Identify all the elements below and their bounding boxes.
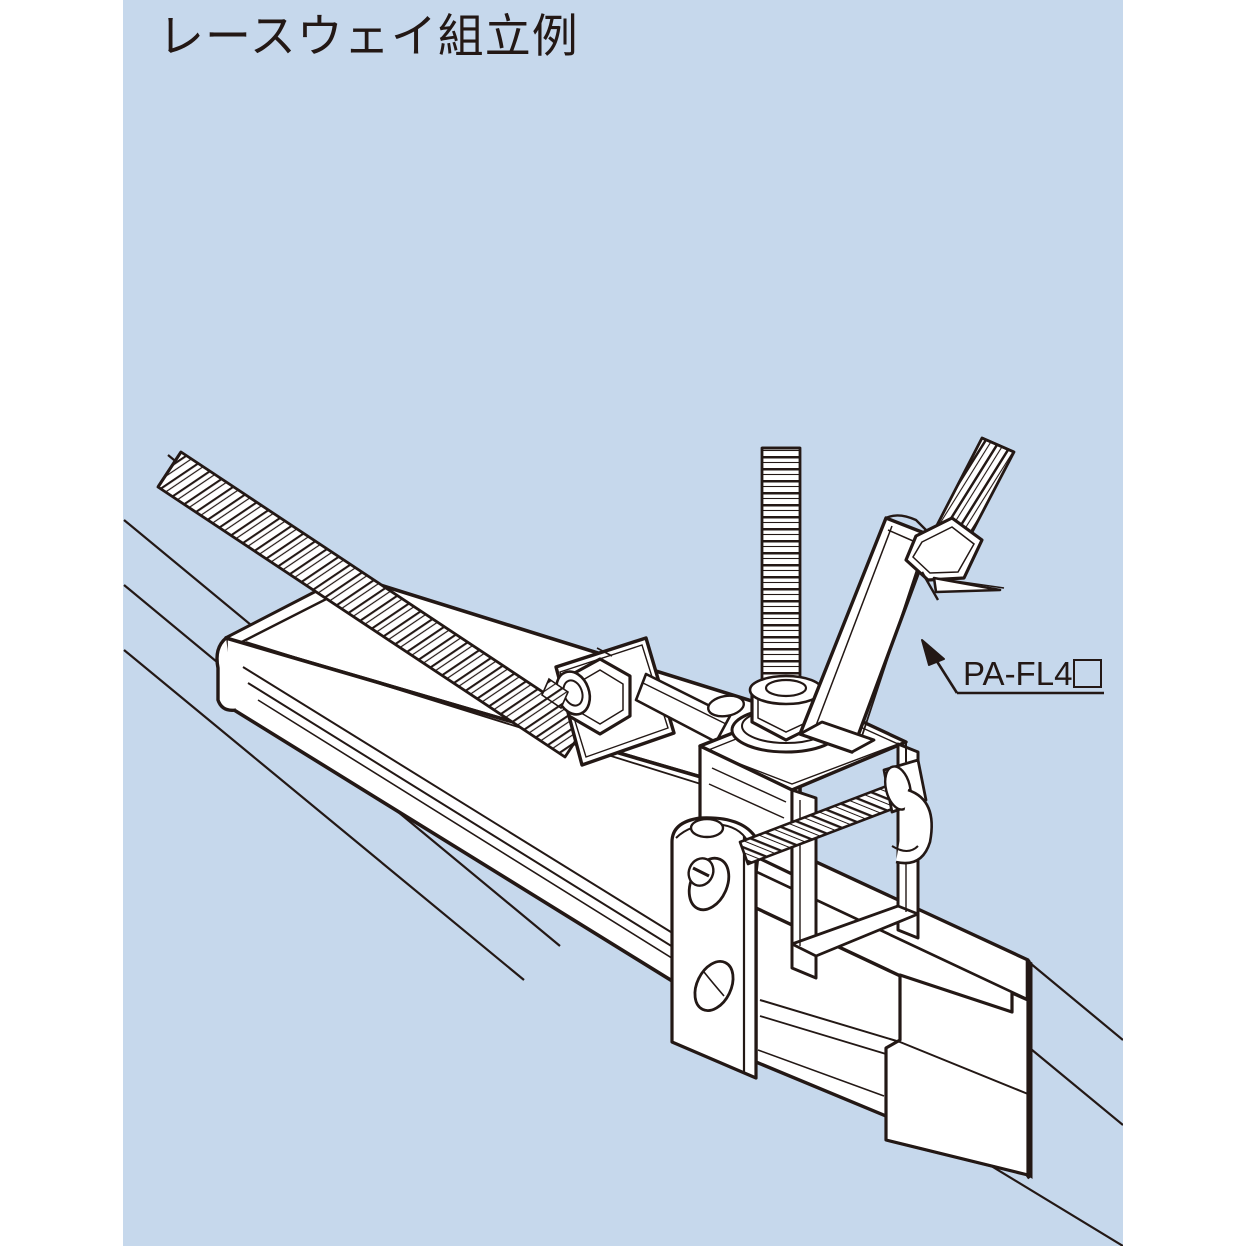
page-title: レースウェイ組立例	[158, 9, 579, 63]
callout-label-text: PA-FL4	[963, 655, 1073, 692]
callout-leader-line	[921, 639, 1104, 695]
hex-nut-with-square-washer-left	[541, 636, 676, 767]
callout-label: PA-FL4	[963, 655, 1103, 693]
clamp-bolt-horizontal	[738, 758, 933, 866]
slotted-mounting-plate	[670, 816, 758, 1080]
threaded-hanger-rod-diagonal	[156, 450, 590, 759]
callout-square-symbol	[1073, 659, 1103, 688]
threaded-hanger-rod-vertical	[760, 446, 802, 704]
hex-nut-brace	[904, 516, 1005, 601]
